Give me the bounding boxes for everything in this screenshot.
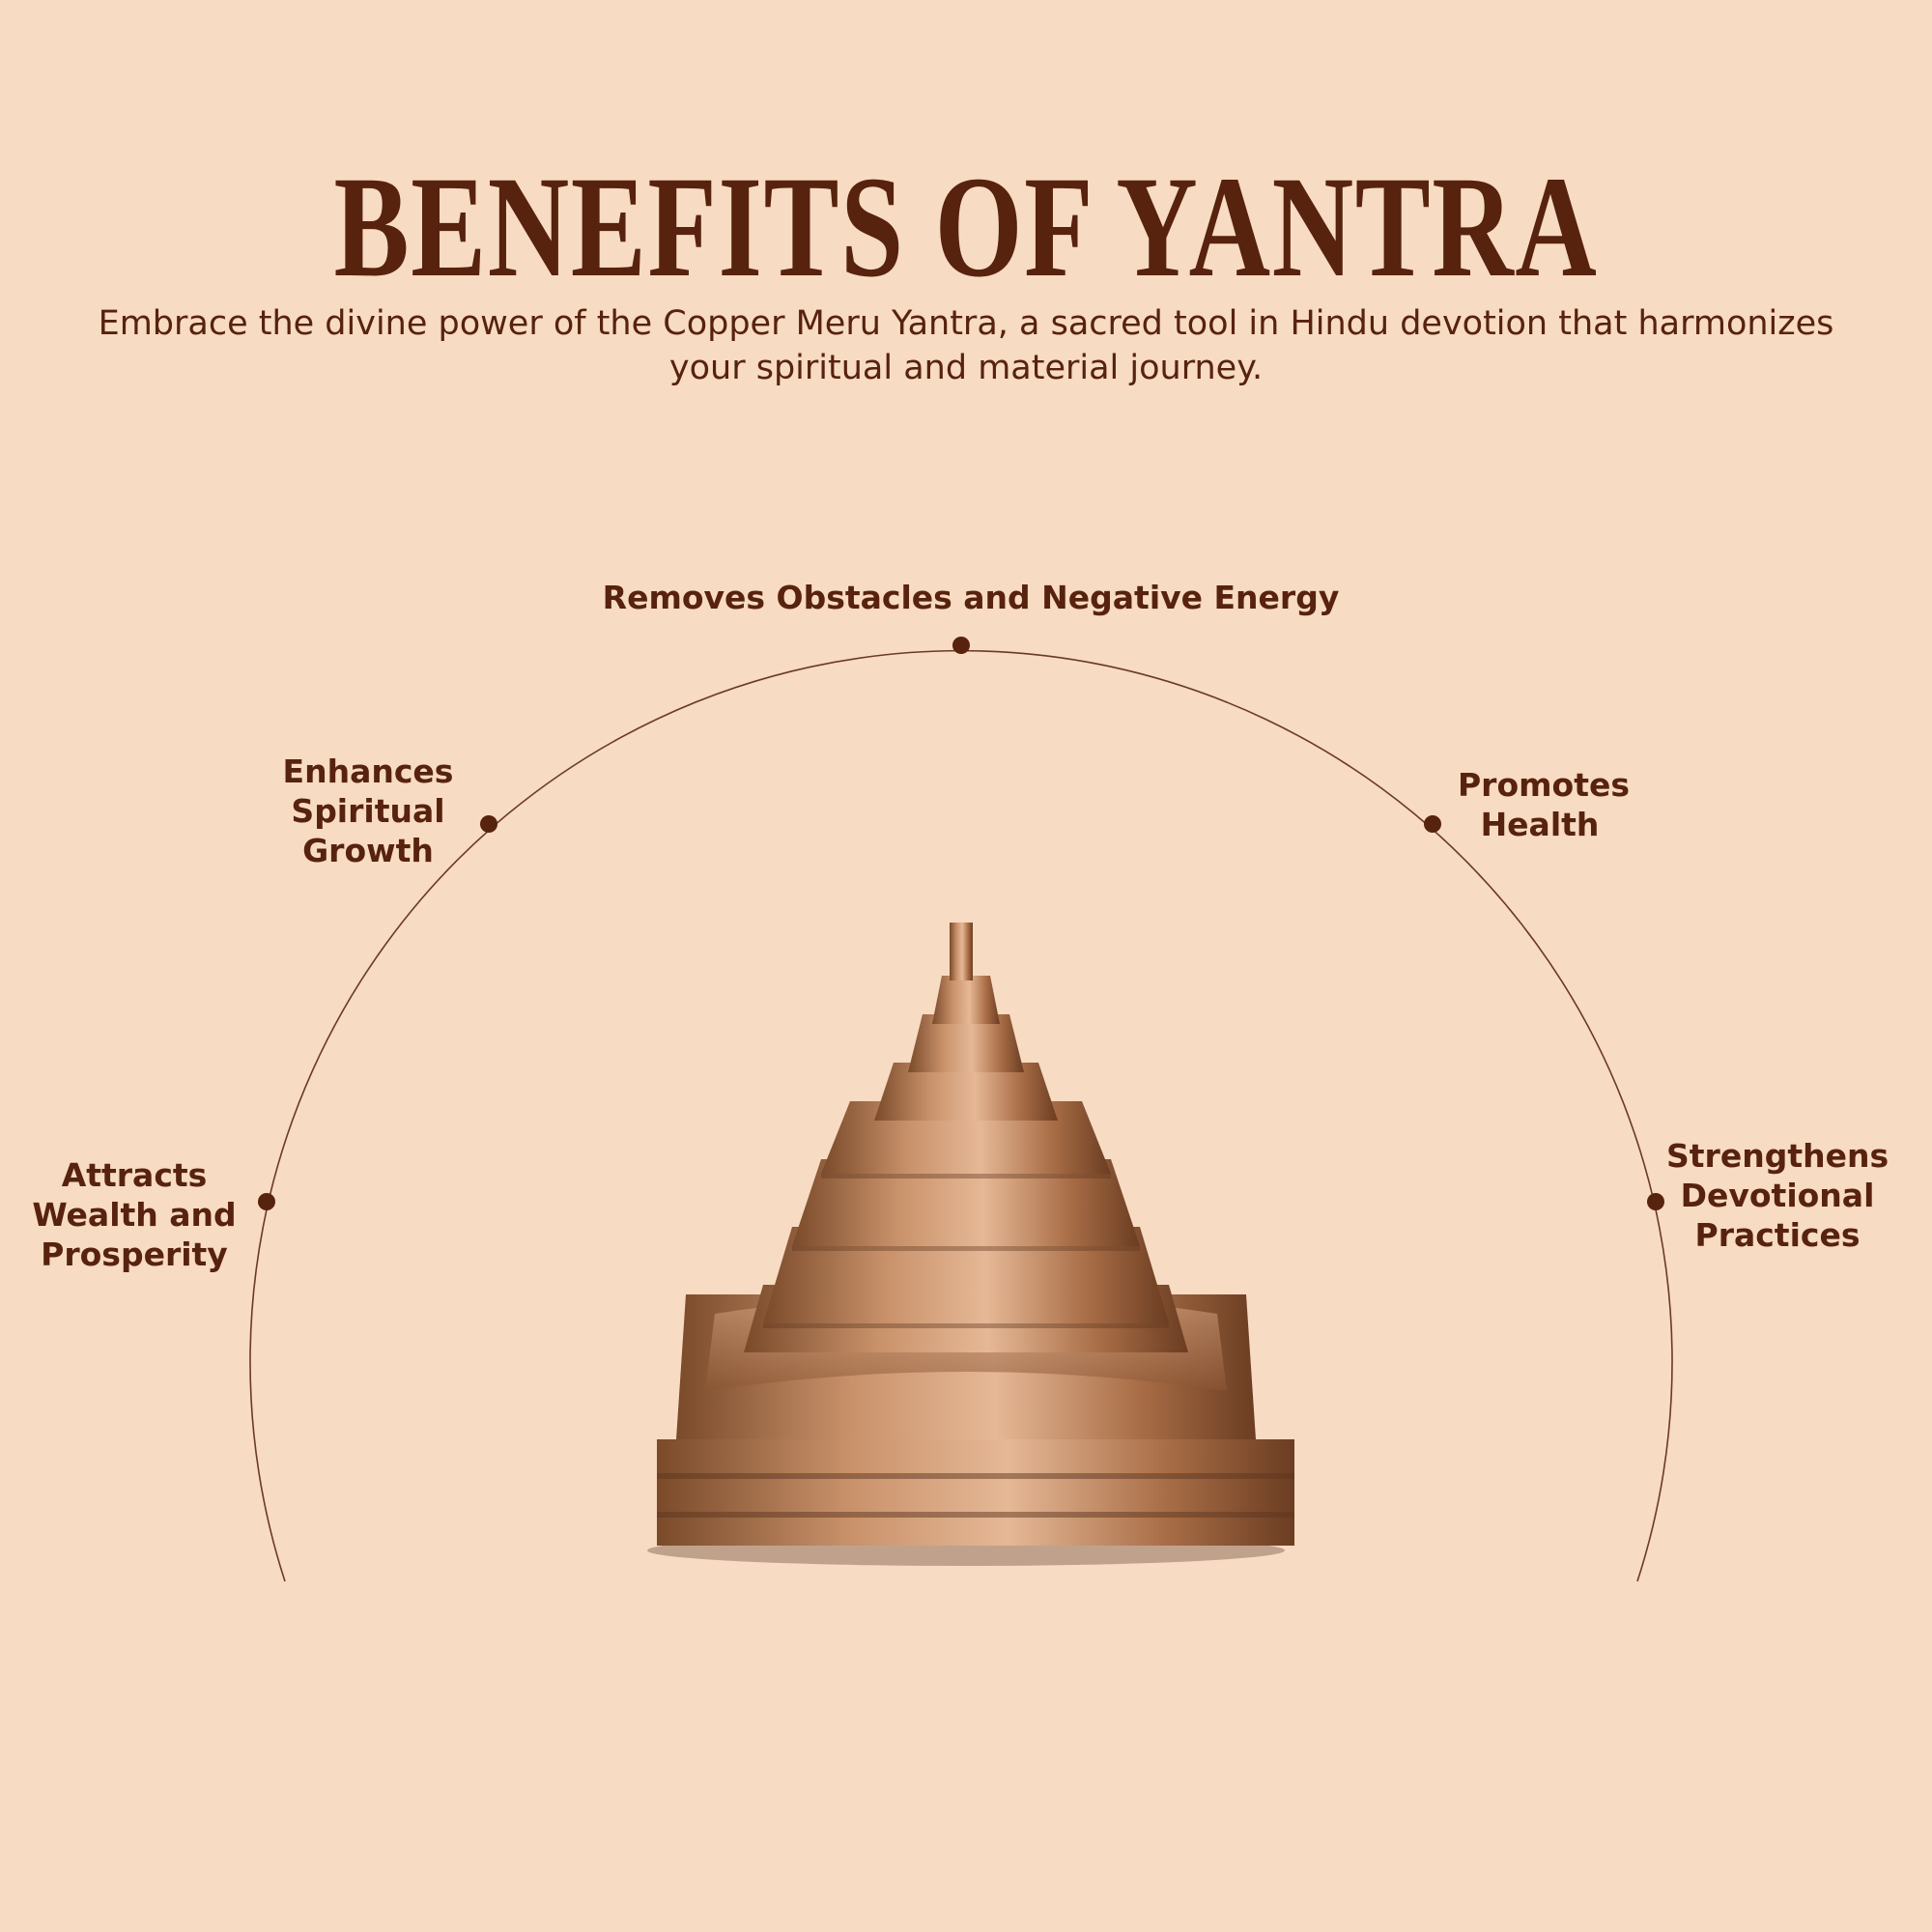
page-title: BENEFITS OF YANTRA bbox=[333, 147, 1599, 307]
page-subtitle: Embrace the divine power of the Copper M… bbox=[98, 304, 1834, 387]
dot-health bbox=[1424, 815, 1441, 833]
dot-spiritual bbox=[480, 815, 497, 833]
benefit-label-obstacles: Removes Obstacles and Negative Energy bbox=[602, 579, 1340, 616]
dot-wealth bbox=[258, 1193, 275, 1210]
dot-obstacles bbox=[952, 637, 970, 654]
benefit-label-spiritual: Enhances Spiritual Growth bbox=[282, 753, 454, 869]
benefit-label-wealth: Attracts Wealth and Prosperity bbox=[32, 1156, 237, 1273]
benefit-label-devotional: Strengthens Devotional Practices bbox=[1666, 1137, 1889, 1254]
dot-devotional bbox=[1647, 1193, 1664, 1210]
benefit-label-health: Promotes Health bbox=[1458, 766, 1630, 843]
meru-yantra-image bbox=[647, 923, 1294, 1566]
